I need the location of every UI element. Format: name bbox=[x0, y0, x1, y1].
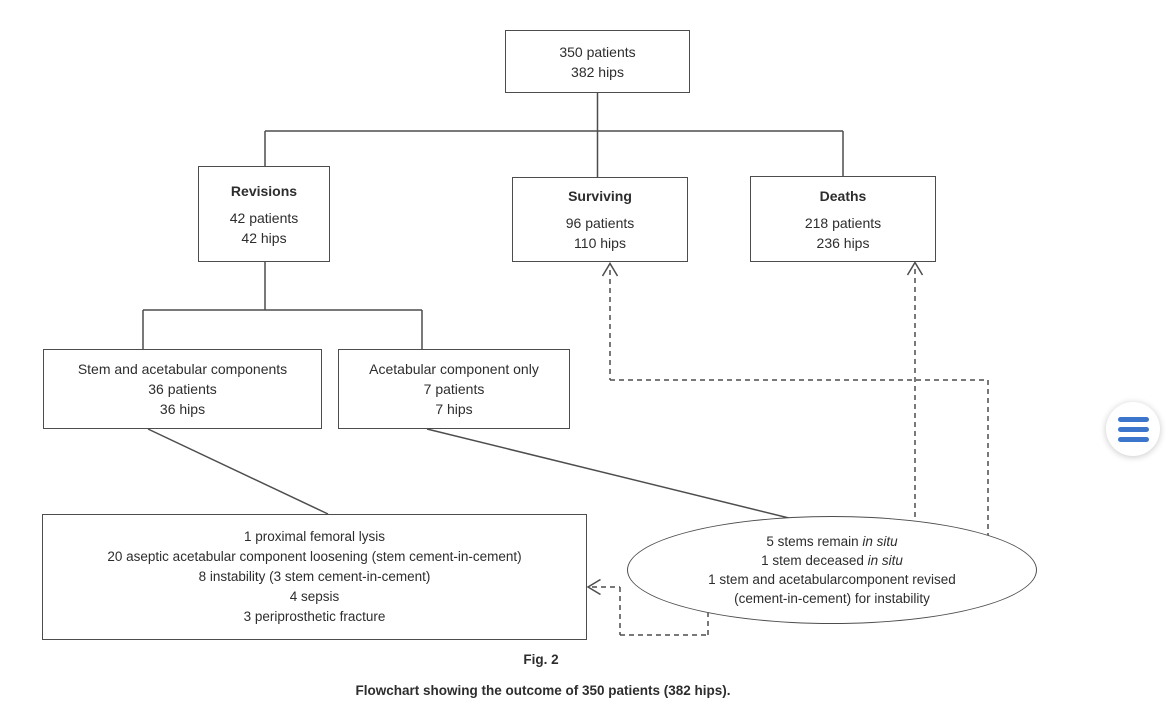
hamburger-icon bbox=[1117, 416, 1149, 442]
node-stem-and-acetabular: Stem and acetabular components 36 patien… bbox=[43, 349, 322, 429]
text-segment-italic: in situ bbox=[862, 534, 898, 549]
node-line: 8 instability (3 stem cement-in-cement) bbox=[198, 569, 431, 584]
hamburger-bar bbox=[1117, 426, 1149, 432]
node-line: 96 patients bbox=[565, 215, 635, 231]
node-deaths: Deaths 218 patients 236 hips bbox=[750, 176, 936, 262]
ellipse-line: 1 stem deceased in situ bbox=[761, 551, 903, 570]
node-line: 382 hips bbox=[571, 63, 624, 80]
connector-stem-to-details bbox=[147, 428, 329, 515]
menu-button[interactable] bbox=[1106, 402, 1160, 456]
node-title: Surviving bbox=[568, 188, 632, 204]
text-segment-italic: in situ bbox=[867, 553, 903, 568]
arrowhead-up-deaths bbox=[906, 261, 924, 276]
node-line: 42 hips bbox=[241, 229, 287, 246]
ellipse-line: (cement-in-cement) for instability bbox=[734, 591, 930, 606]
node-acetabular-only: Acetabular component only 7 patients 7 h… bbox=[338, 349, 570, 429]
node-line: 236 hips bbox=[816, 234, 870, 251]
node-line: 3 periprosthetic fracture bbox=[243, 609, 386, 624]
ellipse-line: 5 stems remain in situ bbox=[766, 532, 897, 551]
text-segment: 5 stems remain bbox=[766, 534, 863, 549]
node-line: 110 hips bbox=[574, 235, 626, 251]
node-surviving: Surviving 96 patients 110 hips bbox=[512, 177, 688, 262]
node-stems-outcome-ellipse: 5 stems remain in situ 1 stem deceased i… bbox=[627, 516, 1037, 624]
node-line: 7 hips bbox=[435, 401, 473, 417]
connector-total-to-level2 bbox=[264, 93, 844, 177]
node-line: 4 sepsis bbox=[289, 589, 340, 604]
arrowhead-left-details bbox=[586, 578, 601, 596]
node-line: 42 patients bbox=[229, 209, 299, 226]
arrowhead-up-surviving bbox=[601, 262, 619, 277]
figure-caption: Flowchart showing the outcome of 350 pat… bbox=[355, 683, 731, 698]
node-line: Acetabular component only bbox=[369, 361, 539, 377]
node-title: Deaths bbox=[819, 187, 867, 204]
hamburger-bar bbox=[1117, 416, 1149, 422]
node-line: 36 hips bbox=[159, 401, 206, 417]
fig-label: Fig. 2 bbox=[523, 652, 559, 667]
hamburger-bar bbox=[1117, 436, 1149, 442]
node-line: 1 proximal femoral lysis bbox=[243, 529, 386, 544]
node-line: 36 patients bbox=[148, 381, 217, 397]
connector-revisions-to-level3 bbox=[142, 262, 423, 349]
node-title: Revisions bbox=[230, 182, 298, 199]
node-line: 350 patients bbox=[559, 43, 636, 60]
text-segment: 1 stem deceased bbox=[761, 553, 868, 568]
node-revisions: Revisions 42 patients 42 hips bbox=[198, 166, 330, 262]
connector-acetab-to-ellipse bbox=[426, 428, 794, 520]
node-line: 20 aseptic acetabular component loosenin… bbox=[107, 549, 522, 564]
node-line: 7 patients bbox=[423, 381, 485, 397]
node-line: 218 patients bbox=[804, 214, 882, 231]
ellipse-line: 1 stem and acetabularcomponent revised bbox=[708, 572, 956, 587]
node-total-patients: 350 patients 382 hips bbox=[505, 30, 690, 93]
node-line: Stem and acetabular components bbox=[77, 361, 288, 377]
node-revision-details: 1 proximal femoral lysis 20 aseptic acet… bbox=[42, 514, 587, 640]
